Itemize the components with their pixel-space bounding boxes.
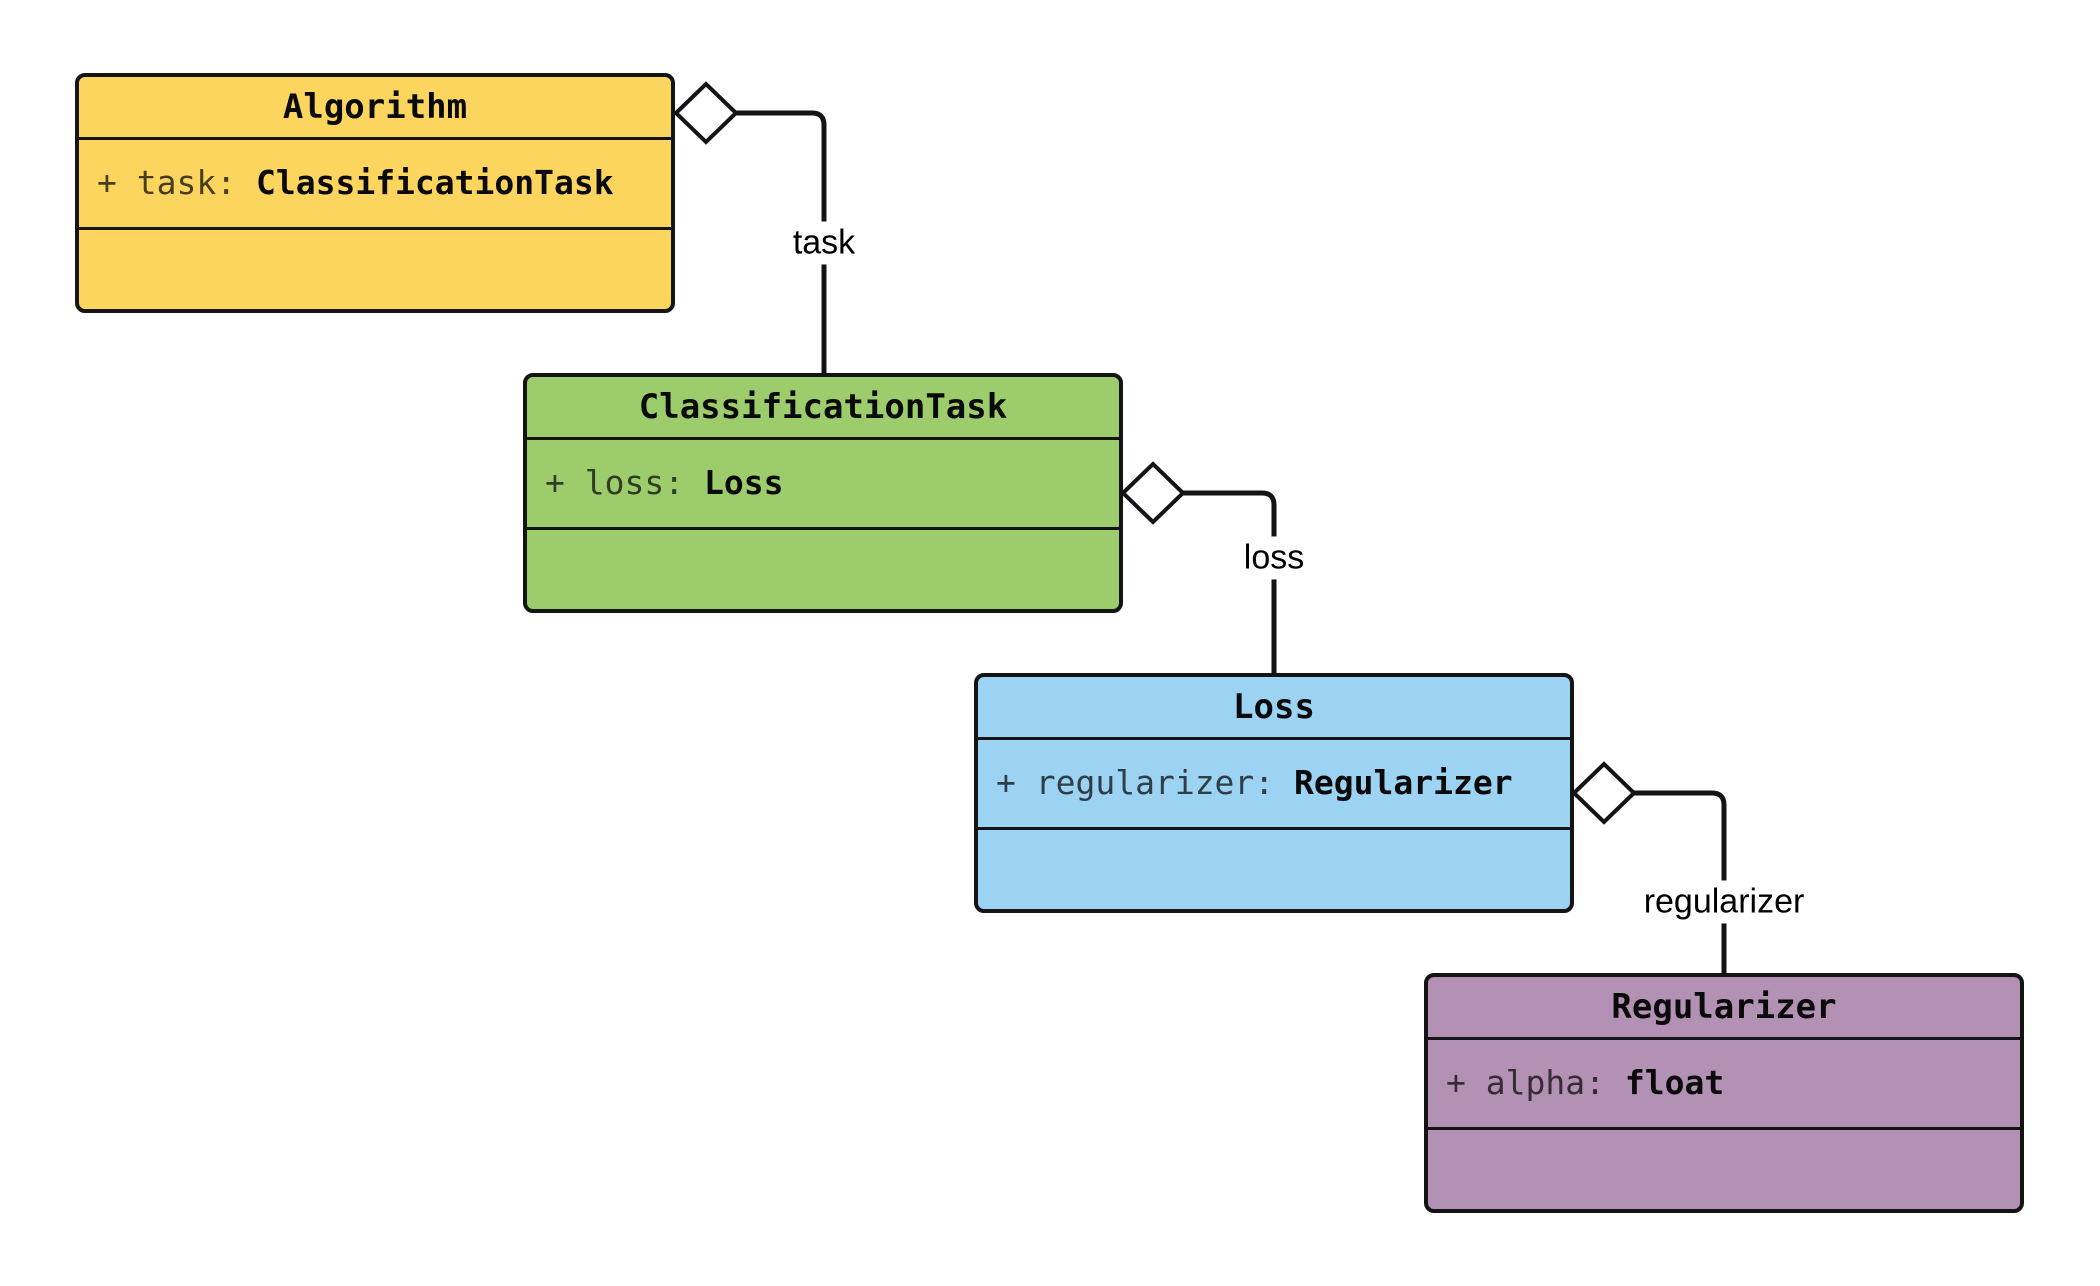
- attribute-colon: :: [1585, 1063, 1625, 1103]
- attribute-type: Loss: [703, 463, 784, 503]
- class-title: ClassificationTask: [527, 377, 1119, 440]
- attribute-type: Regularizer: [1294, 763, 1513, 803]
- attribute-colon: :: [216, 163, 256, 203]
- class-box-loss: Loss + regularizer: Regularizer: [974, 673, 1574, 913]
- class-methods-empty: [978, 830, 1570, 909]
- attribute-name: regularizer: [1035, 763, 1255, 803]
- aggregation-diamond-icon: [1571, 761, 1637, 825]
- attribute-colon: :: [664, 463, 704, 503]
- edge-label-task: task: [784, 221, 864, 265]
- edge-loss-line: [1182, 490, 1277, 676]
- class-title: Loss: [978, 677, 1570, 740]
- class-methods-empty: [1428, 1130, 2020, 1209]
- class-methods-empty: [527, 530, 1119, 609]
- class-box-algorithm: Algorithm + task: ClassificationTask: [75, 73, 675, 313]
- class-attributes: + task: ClassificationTask: [79, 140, 671, 230]
- edge-label-regularizer: regularizer: [1635, 880, 1813, 924]
- class-title: Algorithm: [79, 77, 671, 140]
- attribute-name: task: [136, 163, 217, 203]
- class-methods-empty: [79, 230, 671, 309]
- attribute-type: float: [1624, 1063, 1725, 1103]
- class-attributes: + alpha: float: [1428, 1040, 2020, 1130]
- attribute-visibility: +: [1446, 1063, 1486, 1103]
- attribute-name: loss: [584, 463, 665, 503]
- class-title: Regularizer: [1428, 977, 2020, 1040]
- aggregation-diamond-icon: [1120, 461, 1186, 525]
- class-attributes: + regularizer: Regularizer: [978, 740, 1570, 830]
- attribute-colon: :: [1254, 763, 1295, 803]
- attribute-type: ClassificationTask: [255, 163, 614, 203]
- aggregation-diamond-icon: [673, 81, 739, 145]
- class-box-regularizer: Regularizer + alpha: float: [1424, 973, 2024, 1213]
- attribute-visibility: +: [545, 463, 585, 503]
- class-attributes: + loss: Loss: [527, 440, 1119, 530]
- class-box-classificationtask: ClassificationTask + loss: Loss: [523, 373, 1123, 613]
- attribute-visibility: +: [97, 163, 137, 203]
- attribute-visibility: +: [996, 763, 1036, 803]
- attribute-name: alpha: [1485, 1063, 1586, 1103]
- edge-label-loss: loss: [1235, 536, 1313, 580]
